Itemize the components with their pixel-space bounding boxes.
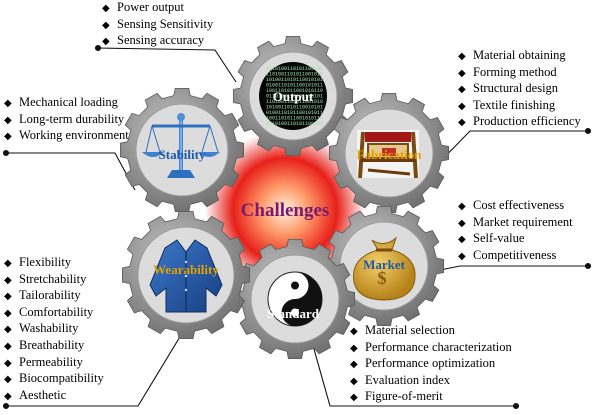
connector-market — [429, 265, 588, 273]
standard-list: Material selection Performance character… — [350, 323, 512, 406]
svg-text:0100110101100101011: 0100110101100101011 — [266, 83, 323, 89]
connector-dot-stability — [2, 149, 10, 157]
stability-list: Mechanical loading Long-term durability … — [4, 95, 129, 145]
fabrication-list: Material obtaining Forming method Struct… — [458, 48, 581, 131]
list-item: Sensing Sensitivity — [102, 17, 213, 34]
connector-dot-output — [94, 44, 102, 52]
list-item: Flexibility — [4, 255, 104, 272]
list-item: Biocompatibility — [4, 371, 104, 388]
list-item: Performance optimization — [350, 356, 512, 373]
list-item: Comfortability — [4, 305, 104, 322]
gear-label-wearability: Wearability — [153, 262, 219, 277]
list-item: Material obtaining — [458, 48, 581, 65]
list-item: Forming method — [458, 65, 581, 82]
gear-label-fabrication: Fabrication — [357, 147, 423, 162]
market-list: Cost effectiveness Market requirement Se… — [458, 198, 573, 264]
svg-text:0110100110101100101: 0110100110101100101 — [266, 94, 323, 100]
balance-scale-icon — [142, 113, 220, 178]
list-item: Aesthetic — [4, 388, 104, 405]
list-item: Self-value — [458, 231, 573, 248]
svg-text:1010011010110010101: 1010011010110010101 — [266, 77, 323, 83]
binary-code-screen-icon: 0110100110101100101110100110101100101010… — [259, 62, 327, 130]
weaving-loom-icon — [357, 130, 419, 179]
svg-text:1101001101011001010: 1101001101011001010 — [266, 99, 323, 105]
list-item: Evaluation index — [350, 373, 512, 390]
connector-standard — [311, 341, 516, 407]
list-item: Long-term durability — [4, 112, 129, 129]
list-item: Figure-of-merit — [350, 389, 512, 406]
connector-dot-standard — [512, 402, 520, 410]
list-item: Competitiveness — [458, 248, 573, 265]
list-item: Power output — [102, 0, 213, 17]
connector-fabrication — [431, 130, 588, 171]
money-bag-icon: $ — [353, 236, 416, 301]
list-item: Market requirement — [458, 215, 573, 232]
connector-dot-market — [584, 262, 592, 270]
gear-labels: Output Fabrication Market Standard Weara… — [153, 89, 422, 321]
center-label: Challenges — [241, 200, 330, 221]
svg-text:0110100110101100101: 0110100110101100101 — [266, 121, 323, 127]
list-item: Permeability — [4, 355, 104, 372]
list-item: Working environment — [4, 128, 129, 145]
svg-text:$: $ — [378, 268, 387, 288]
svg-text:0110100110101100101: 0110100110101100101 — [266, 66, 323, 72]
list-item: Cost effectiveness — [458, 198, 573, 215]
connector-stability — [6, 152, 136, 191]
gear-label-standard: Standard — [267, 306, 320, 321]
gear-label-output: Output — [273, 89, 314, 104]
list-item: Tailorability — [4, 288, 104, 305]
list-item: Washability — [4, 321, 104, 338]
svg-text:1001101011001010110: 1001101011001010110 — [266, 88, 323, 94]
svg-text:0100110101100101011: 0100110101100101011 — [266, 110, 323, 116]
gear-label-market: Market — [363, 257, 406, 272]
yin-yang-icon — [267, 271, 323, 327]
jacket-icon — [149, 239, 223, 313]
list-item: Production efficiency — [458, 114, 581, 131]
wearability-list: Flexibility Stretchability Tailorability… — [4, 255, 104, 404]
svg-text:1001101011001010110: 1001101011001010110 — [266, 116, 323, 122]
list-item: Breathability — [4, 338, 104, 355]
connector-wearability — [6, 311, 196, 407]
connector-output — [97, 47, 237, 83]
gear-label-stability: Stability — [159, 147, 206, 162]
connector-dot-fabrication — [584, 127, 592, 135]
list-item: Material selection — [350, 323, 512, 340]
list-item: Sensing accuracy — [102, 33, 213, 50]
svg-text:1101001101011001010: 1101001101011001010 — [266, 72, 323, 78]
list-item: Performance characterization — [350, 340, 512, 357]
output-list: Power output Sensing Sensitivity Sensing… — [102, 0, 213, 50]
gear-icons: 0110100110101100101110100110101100101010… — [142, 62, 419, 327]
list-item: Structural design — [458, 81, 581, 98]
connector-lines — [2, 44, 592, 410]
list-item: Textile finishing — [458, 98, 581, 115]
list-item: Stretchability — [4, 272, 104, 289]
svg-text:1010011010110010101: 1010011010110010101 — [266, 105, 323, 111]
list-item: Mechanical loading — [4, 95, 129, 112]
